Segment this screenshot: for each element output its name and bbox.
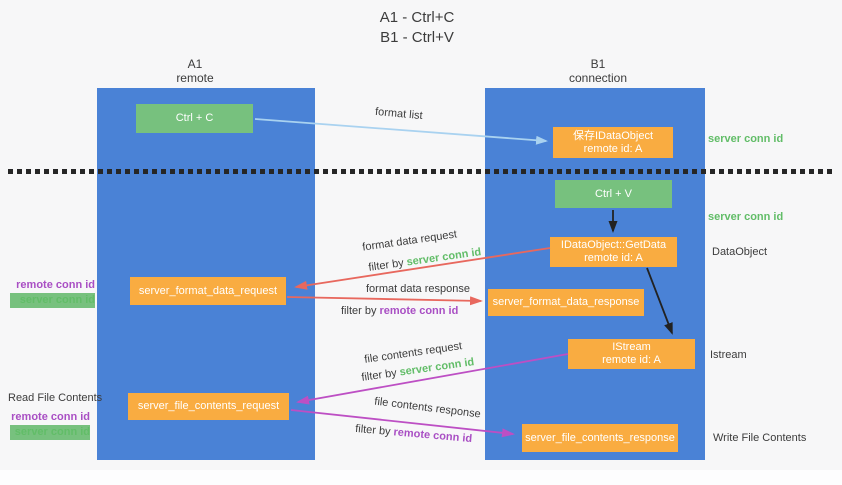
save-idataobject-node: 保存IDataObject remote id: A bbox=[553, 127, 673, 158]
istream-line1: IStream bbox=[612, 341, 651, 353]
format-list-label: format list bbox=[374, 105, 424, 123]
diagram-title: A1 - Ctrl+C B1 - Ctrl+V bbox=[337, 8, 497, 48]
server-conn-id-annotation-1: server conn id bbox=[708, 133, 784, 145]
format-data-request-label: format data request bbox=[361, 228, 458, 254]
getdata-line1: IDataObject::GetData bbox=[560, 239, 667, 251]
bottom-strip bbox=[0, 470, 842, 485]
server-file-contents-request-label: server_file_contents_request bbox=[137, 400, 280, 412]
column-b1-header: B1 connection bbox=[533, 57, 663, 85]
ctrl-c-node: Ctrl + C bbox=[136, 104, 253, 133]
column-a1-name: A1 bbox=[187, 57, 203, 71]
server-format-data-response-label: server_format_data_response bbox=[492, 296, 640, 308]
title-line-2: B1 - Ctrl+V bbox=[380, 29, 454, 46]
server-conn-id-annotation-3: server conn id bbox=[10, 293, 95, 308]
read-file-contents-annotation: Read File Contents bbox=[8, 392, 103, 404]
ctrl-v-node: Ctrl + V bbox=[555, 180, 672, 208]
server-format-data-response-node: server_format_data_response bbox=[488, 289, 644, 316]
file-contents-response-label: file contents response bbox=[373, 395, 482, 421]
remote-conn-id-annotation-1: remote conn id bbox=[16, 279, 95, 291]
format-request-conn-ids: remote conn id server conn id bbox=[10, 278, 95, 308]
column-b1-name: B1 bbox=[590, 57, 606, 71]
server-file-contents-response-node: server_file_contents_response bbox=[522, 424, 678, 452]
remote-conn-id-annotation-2: remote conn id bbox=[11, 411, 90, 423]
column-b1-subtitle: connection bbox=[568, 71, 628, 85]
getdata-line2: remote id: A bbox=[584, 252, 643, 264]
column-a1-subtitle: remote bbox=[176, 71, 214, 85]
format-data-response-label: format data response bbox=[366, 283, 470, 295]
title-line-1: A1 - Ctrl+C bbox=[379, 9, 455, 26]
save-idataobject-line2: remote id: A bbox=[583, 142, 643, 155]
server-conn-id-annotation-2: server conn id bbox=[708, 211, 784, 223]
server-file-contents-response-label: server_file_contents_response bbox=[525, 431, 675, 444]
column-a1-header: A1 remote bbox=[130, 57, 260, 85]
istream-line2: remote id: A bbox=[602, 354, 661, 366]
server-format-data-request-node: server_format_data_request bbox=[130, 277, 286, 305]
write-file-contents-annotation: Write File Contents bbox=[713, 432, 807, 444]
file-request-conn-ids: remote conn id server conn id bbox=[10, 410, 90, 440]
server-file-contents-request-node: server_file_contents_request bbox=[128, 393, 289, 420]
server-conn-id-annotation-4: server conn id bbox=[10, 425, 90, 440]
idataobject-getdata-node: IDataObject::GetData remote id: A bbox=[550, 237, 677, 267]
server-format-data-request-label: server_format_data_request bbox=[138, 284, 278, 297]
istream-annotation: Istream bbox=[710, 349, 747, 361]
save-idataobject-line1: 保存IDataObject bbox=[572, 129, 654, 142]
format-data-response-arrow bbox=[286, 296, 483, 306]
istream-node: IStream remote id: A bbox=[568, 339, 695, 369]
ctrl-v-label: Ctrl + V bbox=[595, 187, 632, 200]
session-separator-dotted-line bbox=[8, 169, 836, 174]
dataobject-annotation: DataObject bbox=[712, 246, 768, 258]
ctrl-c-label: Ctrl + C bbox=[175, 112, 214, 124]
